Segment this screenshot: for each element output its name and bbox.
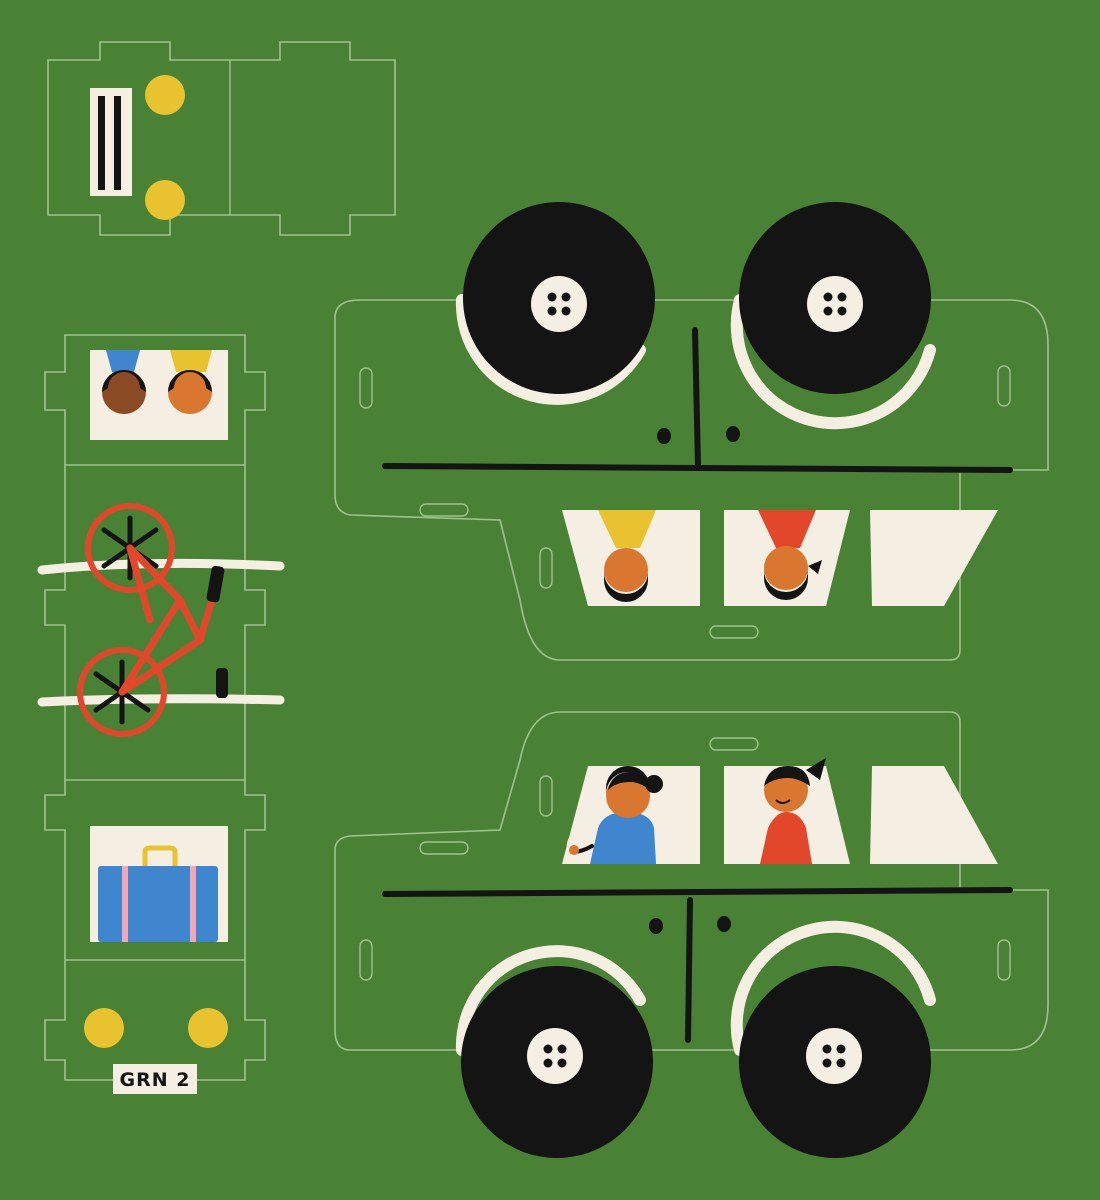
cut-outline bbox=[334, 711, 1049, 1051]
steering-wheel-icon bbox=[566, 828, 587, 847]
bicycle-icon bbox=[77, 503, 228, 737]
passenger-shirt bbox=[758, 510, 816, 548]
passenger-ponytail bbox=[806, 758, 826, 780]
tab-slot bbox=[709, 625, 759, 639]
rear-window bbox=[90, 350, 228, 440]
license-plate bbox=[113, 1064, 197, 1094]
door-handle bbox=[657, 428, 671, 444]
door-handle bbox=[726, 426, 740, 442]
passenger-shirt bbox=[170, 350, 212, 372]
car-side-lower bbox=[334, 711, 1049, 1158]
driver-hand bbox=[569, 845, 579, 855]
tab-slot bbox=[419, 503, 469, 517]
passenger-shirt bbox=[760, 812, 812, 864]
cut-outline bbox=[44, 334, 266, 1081]
bicycle-wheel bbox=[85, 503, 175, 593]
wheel-hub-icon bbox=[527, 1028, 583, 1084]
tab-slot bbox=[419, 841, 469, 855]
driver-shirt bbox=[590, 812, 656, 864]
rack-rail bbox=[37, 694, 285, 707]
tab-slot bbox=[539, 547, 553, 589]
passenger-shirt bbox=[598, 510, 656, 548]
suitcase-handle bbox=[142, 845, 178, 866]
passenger-hair bbox=[764, 570, 808, 600]
side-windows bbox=[562, 510, 998, 606]
driver-hair bbox=[606, 766, 650, 794]
wheel-arch bbox=[730, 920, 936, 1056]
window-pane bbox=[870, 766, 998, 864]
bicycle-wheel bbox=[77, 647, 167, 737]
bicycle-seat bbox=[206, 565, 225, 603]
door-handle bbox=[649, 918, 663, 934]
driver-bun bbox=[645, 775, 663, 793]
passenger-hair bbox=[604, 572, 648, 602]
wheel-hub-icon bbox=[531, 276, 587, 332]
suitcase-icon bbox=[98, 866, 218, 942]
bicycle-frame bbox=[118, 544, 219, 696]
passenger-head bbox=[604, 548, 648, 592]
window-pane bbox=[870, 510, 998, 606]
side-windows bbox=[562, 758, 998, 864]
body-trim-line bbox=[382, 887, 1013, 897]
grille-bar bbox=[98, 96, 105, 190]
wheel-hub-icon bbox=[806, 1028, 862, 1084]
car-rear: GRN 2 bbox=[84, 1008, 228, 1094]
tab-slot bbox=[997, 365, 1011, 407]
car-front-panel bbox=[47, 41, 396, 236]
door-handle bbox=[717, 916, 731, 932]
car-roof-strip: GRN 2 bbox=[37, 334, 285, 1094]
wheel bbox=[463, 202, 655, 394]
tab-slot bbox=[709, 737, 759, 751]
passenger-head bbox=[102, 370, 146, 414]
car-side-upper bbox=[334, 202, 1049, 661]
wheel-arch bbox=[455, 945, 646, 1056]
tab-slot bbox=[997, 939, 1011, 981]
luggage-window bbox=[90, 826, 228, 942]
driver-head bbox=[606, 774, 650, 818]
driver-hair bbox=[608, 772, 650, 790]
bicycle-handlebar bbox=[216, 668, 228, 698]
passenger-hair bbox=[102, 370, 146, 392]
grille-bar bbox=[114, 96, 121, 190]
tab-slot bbox=[539, 775, 553, 817]
tab-slot bbox=[359, 367, 373, 409]
wheel bbox=[461, 966, 653, 1158]
wheel-hub-icon bbox=[807, 276, 863, 332]
wheel bbox=[739, 202, 931, 394]
wheel-arch bbox=[730, 294, 936, 430]
license-plate-text: GRN 2 bbox=[120, 1069, 191, 1091]
door-line bbox=[692, 327, 701, 469]
passenger-shirt bbox=[106, 350, 140, 372]
suitcase-strap bbox=[190, 866, 196, 942]
headlight-icon bbox=[145, 180, 185, 220]
grille-plate bbox=[90, 88, 132, 196]
cut-outline bbox=[334, 299, 1049, 661]
headlight-icon bbox=[145, 75, 185, 115]
wheel bbox=[739, 966, 931, 1158]
tab-slot bbox=[359, 939, 373, 981]
passenger-hair bbox=[764, 766, 810, 786]
passenger-head bbox=[168, 370, 212, 414]
suitcase-strap bbox=[122, 866, 128, 942]
passenger-hair bbox=[168, 370, 212, 392]
wheel-arch bbox=[455, 294, 646, 405]
passenger-smile bbox=[775, 799, 791, 804]
roof-rack bbox=[37, 558, 285, 707]
cut-outline bbox=[47, 41, 396, 236]
door-line bbox=[685, 897, 693, 1043]
rack-rail bbox=[37, 558, 285, 575]
passenger-head bbox=[764, 546, 808, 590]
taillight-icon bbox=[84, 1008, 124, 1048]
taillight-icon bbox=[188, 1008, 228, 1048]
passenger-ponytail bbox=[808, 560, 822, 574]
